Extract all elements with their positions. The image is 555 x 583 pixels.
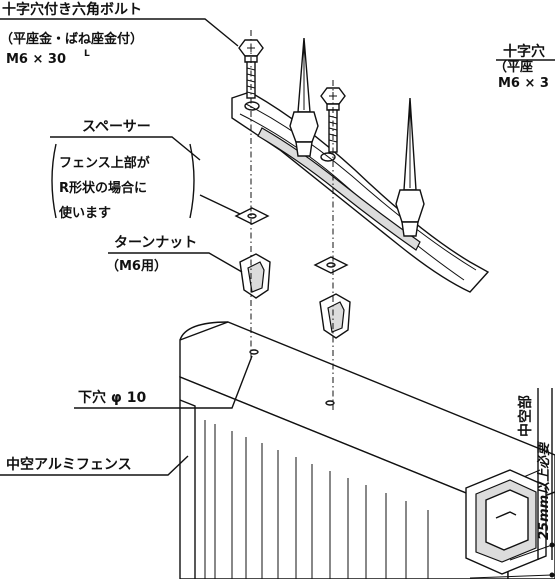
svg-text:（平座金・ばね座金付）: （平座金・ばね座金付） — [0, 31, 143, 47]
svg-text:（平座: （平座 — [494, 59, 533, 75]
svg-text:（M6用）: （M6用） — [106, 258, 167, 274]
turn-nut-right — [319, 293, 351, 339]
svg-text:M6 × 30: M6 × 30 — [6, 52, 66, 67]
svg-text:下穴 φ 10: 下穴 φ 10 — [78, 389, 146, 406]
svg-text:十字穴: 十字穴 — [503, 43, 545, 60]
svg-text:十字穴付き六角ボルト: 十字穴付き六角ボルト — [2, 1, 142, 18]
svg-text:M6 × 3: M6 × 3 — [498, 76, 549, 91]
label-bolt-right: 十字穴 （平座 M6 × 3 — [494, 43, 555, 91]
finial-right — [395, 97, 425, 237]
spacer-right — [313, 256, 349, 274]
label-hollow-requirement: 中空部 25mm以上必要 — [469, 388, 555, 579]
svg-text:ターンナット: ターンナット — [114, 235, 197, 251]
label-hollow-fence: 中空アルミフェンス — [0, 455, 189, 476]
hollow-aluminum-fence — [179, 321, 555, 580]
svg-text:R形状の場合に: R形状の場合に — [59, 180, 147, 196]
svg-text:スペーサー: スペーサー — [82, 119, 151, 135]
svg-text:フェンス上部が: フェンス上部が — [59, 155, 150, 171]
svg-text:L: L — [84, 49, 90, 59]
svg-text:25mm以上必要: 25mm以上必要 — [536, 440, 552, 540]
svg-text:中空部: 中空部 — [517, 395, 534, 437]
label-bolt-left: 十字穴付き六角ボルト （平座金・ばね座金付） M6 × 30 L — [0, 1, 239, 67]
label-turn-nut: ターンナット （M6用） — [106, 235, 243, 274]
finial-left — [289, 37, 319, 157]
spacer-left — [234, 207, 270, 225]
label-pilot-hole: 下穴 φ 10 — [74, 355, 253, 409]
svg-text:中空アルミフェンス: 中空アルミフェンス — [6, 456, 132, 473]
svg-text:使います: 使います — [58, 205, 111, 221]
label-spacer: スペーサー フェンス上部が R形状の場合に 使います — [50, 119, 241, 221]
turn-nut-left — [239, 253, 271, 299]
